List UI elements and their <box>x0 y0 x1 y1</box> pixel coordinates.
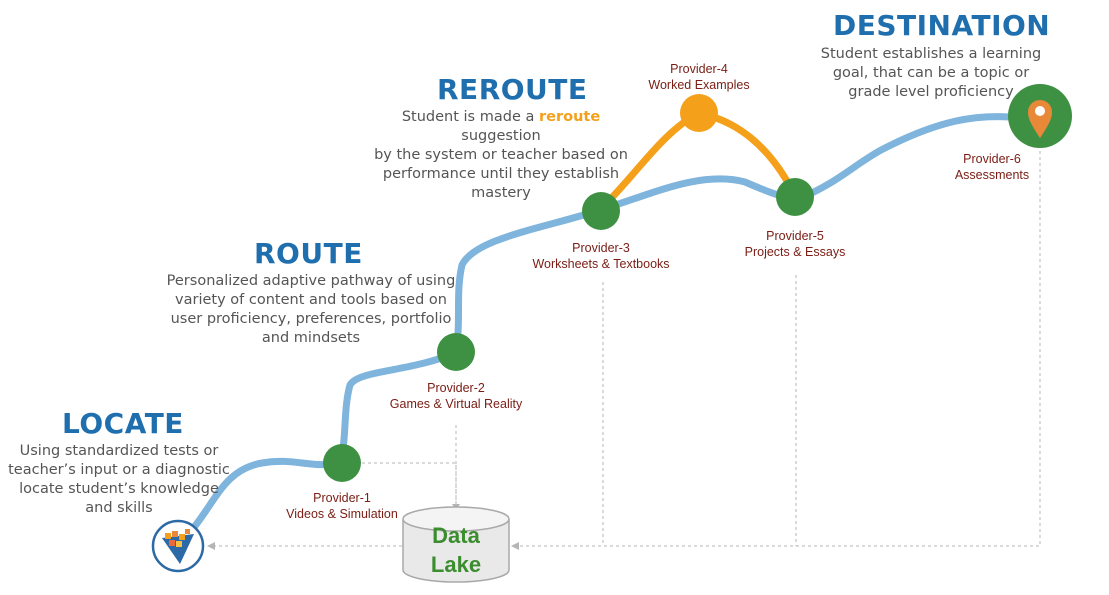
provider-type: Videos & Simulation <box>286 507 398 521</box>
learning-path <box>182 113 1014 541</box>
database-cylinder-icon <box>402 506 510 583</box>
provider-type: Projects & Essays <box>744 245 846 259</box>
provider-6-label: Provider-6 Assessments <box>942 151 1042 183</box>
provider-type: Worked Examples <box>648 78 750 92</box>
provider-type: Games & Virtual Reality <box>389 397 523 411</box>
reroute-desc-pre: Student is made a <box>401 109 539 125</box>
provider-5-label: Provider-5 Projects & Essays <box>720 228 870 260</box>
destination-desc-line: goal, that can be a topic or <box>832 65 1030 81</box>
arrowhead-left-locate <box>207 542 215 550</box>
reroute-title: REROUTE <box>437 73 588 106</box>
locate-title: LOCATE <box>62 407 184 440</box>
provider-name: Provider-2 <box>427 381 485 395</box>
reroute-desc-line: by the system or teacher based on <box>374 147 628 163</box>
provider-2-node <box>437 333 475 371</box>
destination-desc-line: grade level proficiency <box>848 84 1014 100</box>
provider-name: Provider-6 <box>963 152 1021 166</box>
provider-4-label: Provider-4 Worked Examples <box>634 61 764 93</box>
locate-desc-line: locate student’s knowledge <box>19 481 219 497</box>
provider-4-node <box>680 94 718 132</box>
provider-2-label: Provider-2 Games & Virtual Reality <box>366 380 546 412</box>
provider-3-label: Provider-3 Worksheets & Textbooks <box>516 240 686 272</box>
route-desc-line: variety of content and tools based on <box>175 292 447 308</box>
reroute-desc-post: suggestion <box>461 128 541 144</box>
arrowhead-left-lake <box>511 542 519 550</box>
data-lake-line: Lake <box>430 552 482 577</box>
provider-type: Worksheets & Textbooks <box>532 257 670 271</box>
provider-3-node <box>582 192 620 230</box>
route-description: Personalized adaptive pathway of using v… <box>154 272 468 348</box>
locate-desc-line: Using standardized tests or <box>19 443 219 459</box>
locate-desc-line: and skills <box>85 500 153 516</box>
data-lake-label: Data Lake <box>403 521 509 579</box>
data-lake-line: Data <box>432 523 480 548</box>
provider-1-label: Provider-1 Videos & Simulation <box>262 490 422 522</box>
reroute-description: Student is made a reroute suggestion by … <box>360 108 642 203</box>
provider-name: Provider-4 <box>670 62 728 76</box>
provider-5-node <box>776 178 814 216</box>
location-pin-icon <box>1008 84 1072 148</box>
data-connectors <box>210 145 1041 547</box>
locate-description: Using standardized tests or teacher’s in… <box>8 442 230 518</box>
provider-type: Assessments <box>954 168 1030 182</box>
reroute-desc-line: mastery <box>471 185 531 201</box>
route-desc-line: and mindsets <box>261 330 361 346</box>
destination-description: Student establishes a learning goal, tha… <box>814 45 1048 102</box>
provider-name: Provider-3 <box>572 241 630 255</box>
provider-1-node <box>323 444 361 482</box>
reroute-desc-line: performance until they establish <box>382 166 620 182</box>
locate-desc-line: teacher’s input or a diagnostic <box>8 462 230 478</box>
connector-provider6 <box>512 145 1041 547</box>
locate-logo-icon <box>151 519 205 573</box>
reroute-desc-line: Student is made a reroute suggestion <box>360 108 642 146</box>
route-desc-line: user proficiency, preferences, portfolio <box>170 311 452 327</box>
provider-name: Provider-1 <box>313 491 371 505</box>
route-desc-line: Personalized adaptive pathway of using <box>166 273 456 289</box>
destination-desc-line: Student establishes a learning <box>820 46 1042 62</box>
route-title: ROUTE <box>254 237 363 270</box>
destination-title: DESTINATION <box>833 9 1051 42</box>
provider-name: Provider-5 <box>766 229 824 243</box>
reroute-highlight: reroute <box>538 109 601 125</box>
